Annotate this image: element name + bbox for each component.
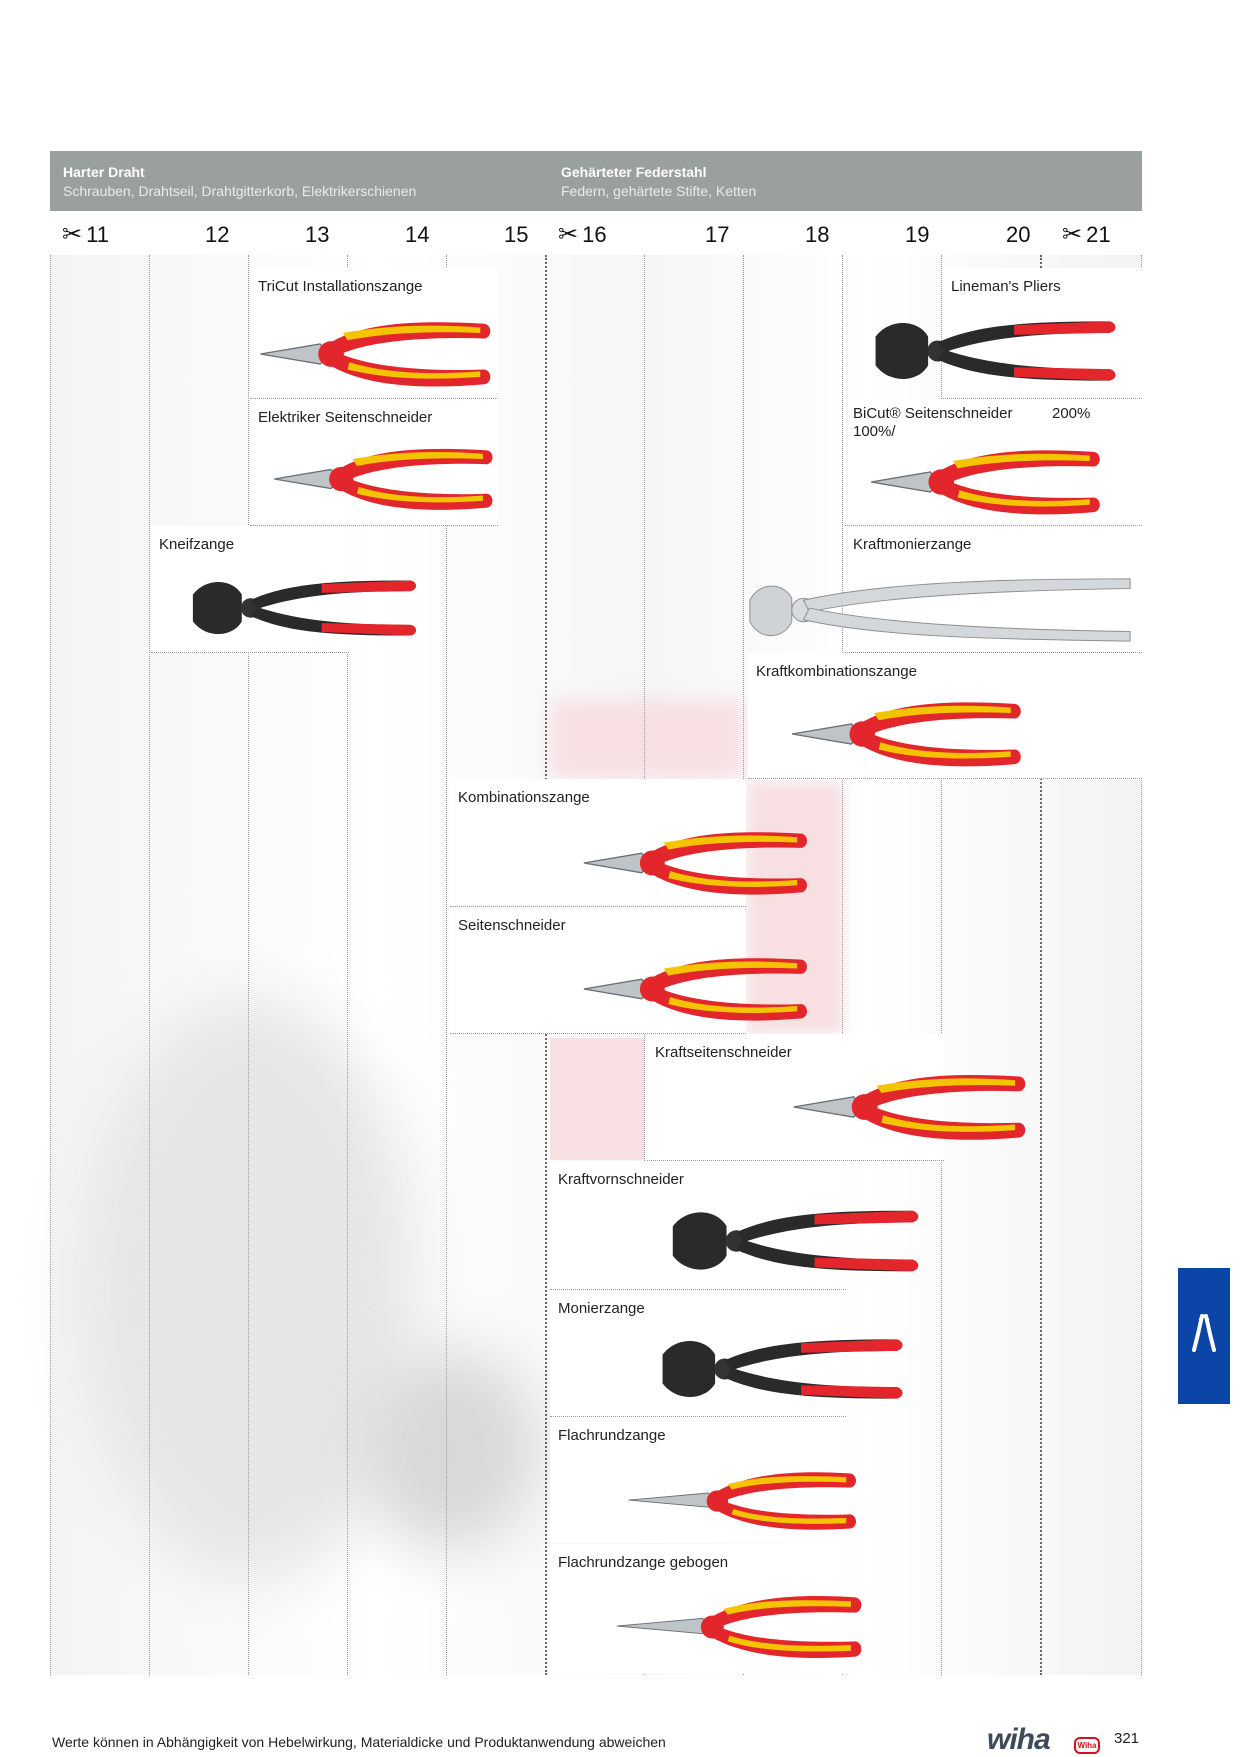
- bicut-percent-high: 200%: [1052, 405, 1091, 422]
- tool-label: Monierzange: [558, 1300, 645, 1317]
- background-shade: [360, 1350, 540, 1550]
- seitenschneider-image: [578, 949, 812, 1029]
- column-label: 16: [582, 222, 607, 247]
- column-divider: [1141, 255, 1142, 1675]
- wiha-badge: Wiha: [1074, 1737, 1100, 1754]
- tool-cell-monier[interactable]: Monierzange: [550, 1290, 846, 1417]
- tool-label: Flachrundzange gebogen: [558, 1554, 729, 1571]
- tool-label: Kraftseitenschneider: [655, 1044, 792, 1061]
- tool-cell-kraftseiten[interactable]: Kraftseitenschneider: [647, 1034, 944, 1161]
- bicut-percent-low: 100%/: [853, 423, 896, 440]
- tool-label: Elektriker Seitenschneider: [258, 409, 433, 426]
- tool-cell-kneifzange[interactable]: Kneifzange: [151, 526, 349, 653]
- footer-disclaimer: Werte können in Abhängigkeit von Hebelwi…: [52, 1734, 666, 1750]
- column-18: 18: [805, 222, 830, 247]
- tool-label: Kombinationszange: [458, 789, 590, 806]
- column-14: 14: [405, 222, 430, 247]
- scissors-icon: ✂: [558, 221, 579, 248]
- background-shade: [80, 1000, 420, 1580]
- elektriker-plier-image: [270, 437, 496, 521]
- tool-label: BiCut® Seitenschneider: [853, 405, 1013, 422]
- column-13: 13: [305, 222, 330, 247]
- scissors-icon: ✂: [1062, 221, 1083, 248]
- header-hard-wire-subtitle: Schrauben, Drahtseil, Drahtgitterkorb, E…: [63, 183, 417, 199]
- wiha-logo: wiha: [987, 1723, 1051, 1756]
- pliers-icon: [1192, 1314, 1216, 1352]
- tool-label: TriCut Installationszange: [258, 278, 423, 295]
- column-label: 11: [86, 222, 109, 247]
- header-spring-steel-subtitle: Federn, gehärtete Stifte, Ketten: [561, 183, 757, 199]
- tool-label: Lineman's Pliers: [951, 278, 1061, 295]
- tool-cell-tricut[interactable]: TriCut Installationszange: [250, 268, 498, 399]
- column-divider: [347, 255, 348, 1675]
- tool-cell-flachrund-gebogen[interactable]: Flachrundzange gebogen: [550, 1544, 846, 1674]
- header-hard-wire-title: Harter Draht: [63, 164, 145, 180]
- bicut-plier-image: [855, 441, 1115, 523]
- header-spring-steel-title: Gehärteter Federstahl: [561, 164, 707, 180]
- kneifzange-image: [187, 568, 421, 648]
- material-header: Harter Draht Schrauben, Drahtseil, Draht…: [50, 151, 1142, 211]
- range-highlight: [550, 1038, 644, 1160]
- kraftkombi-plier-image: [776, 693, 1036, 775]
- kraftvorn-image: [664, 1197, 926, 1285]
- column-divider: [842, 255, 843, 1675]
- column-17: 17: [705, 222, 730, 247]
- column-divider: [50, 255, 51, 1675]
- column-21: ✂21: [1062, 213, 1111, 255]
- column-20: 20: [1006, 222, 1031, 247]
- header-spring-steel: Gehärteter Federstahl Federn, gehärtete …: [561, 163, 756, 201]
- kraftmonier-image: [745, 570, 1135, 650]
- tool-cell-kraftmonier[interactable]: Kraftmonierzange: [845, 526, 1142, 653]
- range-highlight: [748, 783, 843, 1033]
- tool-cell-kraftkombi[interactable]: Kraftkombinationszange: [748, 653, 1142, 779]
- linemans-plier-image: [853, 308, 1137, 394]
- column-15: 15: [504, 222, 529, 247]
- tool-cell-seitenschneider[interactable]: Seitenschneider: [450, 907, 746, 1034]
- column-16: ✂16: [558, 213, 607, 255]
- tool-label: Kraftkombinationszange: [756, 663, 917, 680]
- column-divider: [149, 255, 150, 1675]
- tool-label: Flachrundzange: [558, 1427, 666, 1444]
- range-highlight: [550, 700, 745, 778]
- tricut-plier-image: [256, 312, 494, 396]
- tool-cell-bicut[interactable]: BiCut® Seitenschneider 100%/ 200%: [845, 399, 1142, 526]
- tool-cell-elektriker[interactable]: Elektriker Seitenschneider: [250, 399, 498, 526]
- page-number: 321: [1114, 1730, 1140, 1747]
- column-label: 21: [1086, 222, 1111, 247]
- tool-cell-linemans[interactable]: Lineman's Pliers: [943, 268, 1142, 399]
- flachrund-image: [614, 1461, 874, 1541]
- section-divider: [1040, 255, 1042, 1675]
- column-19: 19: [905, 222, 930, 247]
- tool-cell-kombi[interactable]: Kombinationszange: [450, 779, 746, 907]
- tool-label: Kraftvornschneider: [558, 1171, 684, 1188]
- flachrund-gebogen-image: [606, 1584, 876, 1670]
- column-divider: [446, 255, 447, 1675]
- column-divider: [248, 255, 249, 1675]
- chapter-tab[interactable]: [1178, 1268, 1230, 1404]
- kombi-plier-image: [578, 823, 812, 903]
- column-divider: [941, 255, 942, 1675]
- column-11: ✂11: [62, 213, 109, 255]
- header-hard-wire: Harter Draht Schrauben, Drahtseil, Draht…: [63, 163, 416, 201]
- monier-image: [586, 1326, 978, 1412]
- tool-cell-kraftvorn[interactable]: Kraftvornschneider: [550, 1161, 846, 1290]
- column-header-row: ✂11 12 13 14 15 ✂16 17 18 19 20 ✂21: [50, 213, 1142, 255]
- tool-label: Kneifzange: [159, 536, 235, 553]
- kraftseiten-image: [789, 1058, 1029, 1156]
- column-12: 12: [205, 222, 230, 247]
- scissors-icon: ✂: [62, 221, 83, 248]
- tool-label: Seitenschneider: [458, 917, 566, 934]
- tool-label: Kraftmonierzange: [853, 536, 972, 553]
- tool-cell-flachrund[interactable]: Flachrundzange: [550, 1417, 846, 1543]
